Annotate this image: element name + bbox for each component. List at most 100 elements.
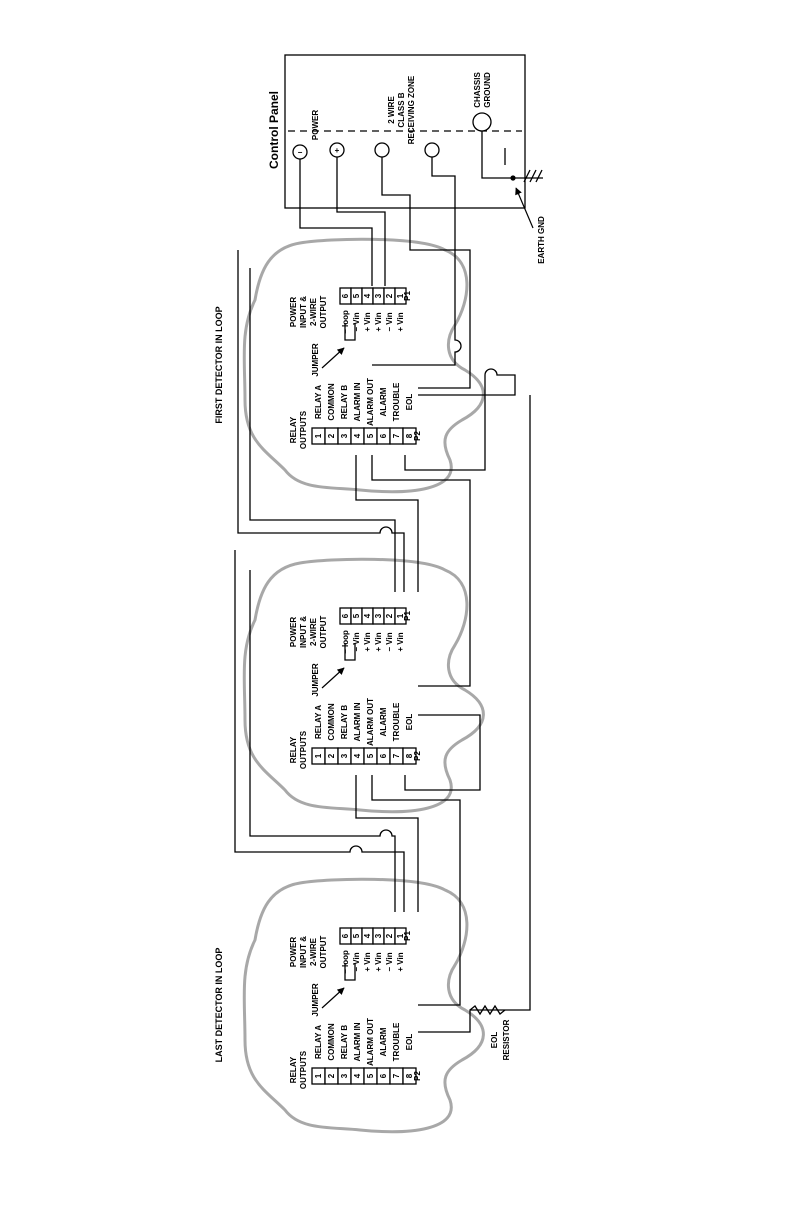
p1-pin-number: 2 [385,613,394,618]
jumper-label: JUMPER [311,983,320,1017]
p2-pin-number: 7 [392,1073,401,1078]
p2-pin-number: 6 [379,753,388,758]
wire-zone-1 [381,157,471,389]
p1-pin-number: 3 [374,293,383,298]
relay-heading-line: OUTPUTS [299,1050,308,1089]
p2-pin-label: EOL [405,394,414,411]
jumper-label: JUMPER [311,663,320,697]
p2-pin-number: 1 [314,1073,323,1078]
power-heading-line: 2-WIRE [309,937,318,966]
p1-pin-number: 4 [363,613,372,618]
p1-pin-label: − loop [341,630,350,654]
p1-pin-number: 2 [385,933,394,938]
p1-pin-number: 3 [374,613,383,618]
p1-pin-number: 3 [374,933,383,938]
interconnect-wiring [234,157,531,1033]
p2-pin-number: 4 [353,433,362,438]
p1-pin-label: + Vin [363,632,372,651]
p1-pin-cell [394,287,407,305]
p2-pin-label: RELAY A [314,705,323,739]
p2-pin-number: 8 [405,1073,414,1078]
p2-pin-cell [402,747,417,765]
p1-pin-label: + Vin [374,952,383,971]
p2-pin-number: 2 [327,433,336,438]
p1-pin-label: + Vin [374,312,383,331]
jumper-wire [344,963,356,981]
connector-p1-label: P1 [403,611,412,621]
p1-pin-number: 5 [352,293,361,298]
p2-pin-cell [402,1067,417,1085]
jumper-label: JUMPER [311,343,320,377]
p2-pin-label: EOL [405,714,414,731]
p1-pin-label: − Vin [385,312,394,331]
p2-pin-number: 1 [314,753,323,758]
power-heading-line: INPUT & [299,936,308,968]
zone-line3: RECEIVING ZONE [407,75,416,144]
control-panel: Control Panel POWER − + 2 WIRE CLASS B R… [267,54,526,209]
p1-pin-cell [394,927,407,945]
connector-p2-label: P2 [413,1071,422,1081]
p1-pin-label: + Vin [374,632,383,651]
p2-pin-number: 5 [366,433,375,438]
p1-pin-label: + Vin [363,952,372,971]
power-heading-line: POWER [289,617,298,647]
p1-pin-label: − loop [341,310,350,334]
p2-pin-label: RELAY B [340,385,349,419]
jumper-arrow [321,667,345,689]
power-label: POWER [311,110,320,140]
relay-heading-line: RELAY [289,736,298,763]
p2-pin-label: COMMON [327,383,336,421]
control-panel-title: Control Panel [267,91,281,169]
p2-pin-label: ALARM IN [353,382,362,421]
p1-pin-number: 1 [396,293,405,298]
p1-pin-label: − loop [341,950,350,974]
connector-p2-label: P2 [413,431,422,441]
power-heading-line: 2-WIRE [309,297,318,326]
p2-pin-number: 8 [405,753,414,758]
p2-pin-label: ALARM [379,707,388,736]
p2-pin-label: RELAY B [340,1025,349,1059]
power-heading-line: OUTPUT [319,615,328,648]
p2-pin-number: 2 [327,753,336,758]
wire-d2-d3-c [355,775,419,912]
p2-pin-label: RELAY B [340,705,349,739]
connector-p1-label: P1 [403,931,412,941]
wire-d1-d2-e [404,368,516,471]
connector-p1-label: P1 [403,291,412,301]
earth-ground-label: EARTH GND [537,216,546,264]
power-heading-line: 2-WIRE [309,617,318,646]
p2-pin-label: ALARM [379,1027,388,1056]
p1-pin-number: 6 [341,613,350,618]
p1-pin-number: 1 [396,933,405,938]
wire-panel-minus [299,159,373,286]
wire-d1-d2-c [355,455,419,592]
jumper-wire [344,643,356,661]
wire-d2-d3-b [249,570,396,912]
p1-pin-label: − Vin [385,632,394,651]
p1-pin-label: − Vin [352,312,361,331]
p2-pin-number: 7 [392,753,401,758]
zone-terminal-2 [424,142,440,158]
eol-resistor-icon [469,1004,506,1016]
wire-d2-d3-d [371,775,461,1006]
zone-line2: CLASS B [397,92,406,127]
earth-ground-icon [523,169,543,183]
p1-pin-number: 1 [396,613,405,618]
power-heading-line: POWER [289,937,298,967]
zone-terminal-1 [374,142,390,158]
p2-pin-label: EOL [405,1034,414,1051]
p2-pin-label: RELAY A [314,385,323,419]
relay-heading-line: OUTPUTS [299,730,308,769]
p2-pin-number: 2 [327,1073,336,1078]
wire-d2-d3-a [234,550,405,912]
p1-pin-label: − Vin [352,952,361,971]
detector-outline [242,877,485,1134]
power-heading-line: OUTPUT [319,935,328,968]
p2-pin-number: 3 [340,753,349,758]
wire-d1-d2-b [249,268,396,592]
p2-pin-number: 6 [379,1073,388,1078]
earth-ground: EARTH GND [481,131,546,264]
